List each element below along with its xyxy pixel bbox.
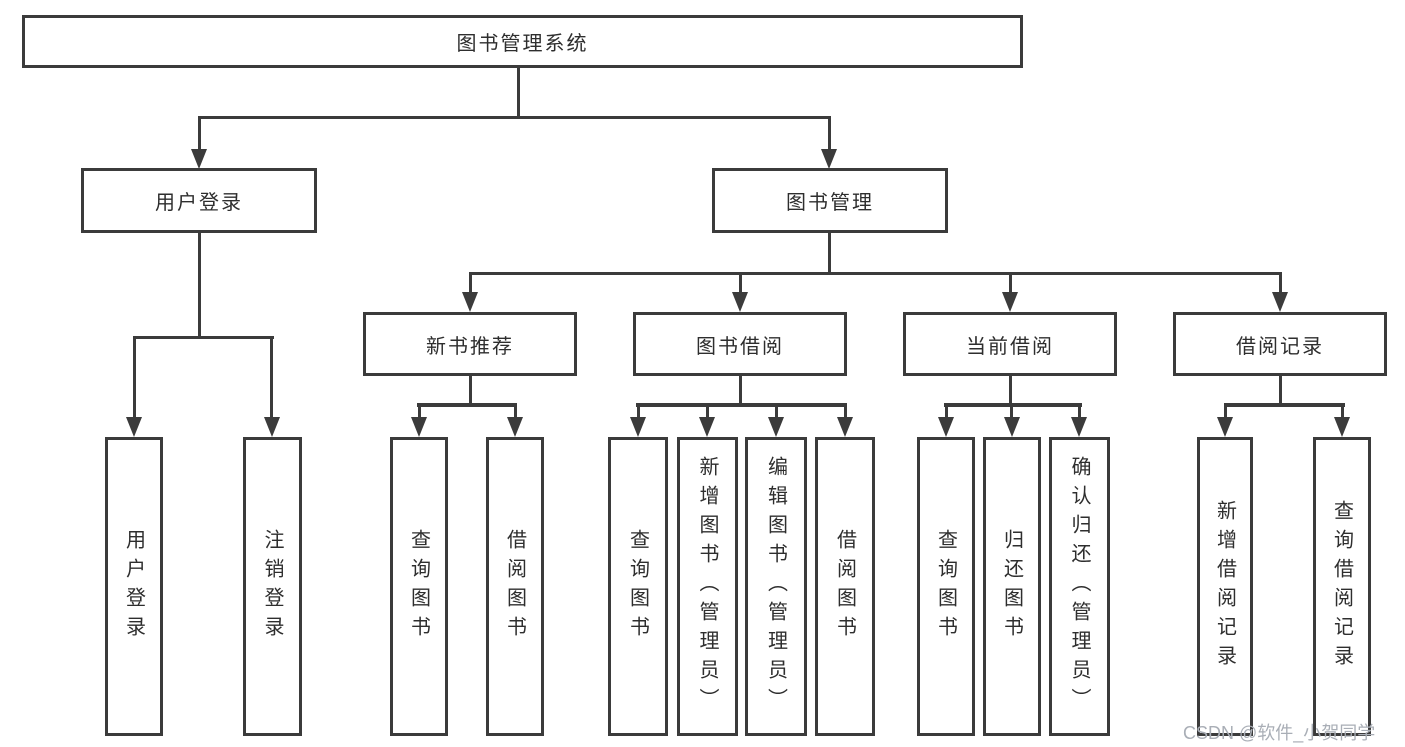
- leaf-logout-login: 注销登录: [243, 437, 302, 736]
- connector-line: [1279, 272, 1282, 296]
- connector-line: [828, 233, 831, 275]
- arrow-down-icon: [938, 417, 954, 437]
- node-label: 借阅图书: [503, 528, 526, 645]
- connector-line: [198, 116, 201, 152]
- leaf-user-login: 用户登录: [105, 437, 163, 736]
- node-label: 当前借阅: [966, 335, 1054, 358]
- arrow-down-icon: [191, 149, 207, 169]
- node-label: 注销登录: [261, 528, 283, 645]
- leaf-query-borrow-record: 查询借阅记录: [1313, 437, 1371, 736]
- node-book-borrow: 图书借阅: [633, 312, 847, 376]
- arrow-down-icon: [1272, 292, 1288, 312]
- connector-line: [1078, 405, 1081, 419]
- node-label: 查询图书: [407, 528, 430, 645]
- node-book-management: 图书管理: [712, 168, 948, 233]
- connector-line: [1009, 272, 1012, 296]
- arrow-down-icon: [126, 417, 142, 437]
- node-label: 新书推荐: [426, 335, 514, 358]
- leaf-add-books-admin: 新增图书（管理员）: [677, 437, 738, 736]
- node-label: 查询图书: [934, 528, 957, 645]
- leaf-confirm-return-admin: 确认归还（管理员）: [1049, 437, 1110, 736]
- node-label: 用户登录: [155, 192, 243, 214]
- watermark: CSDN @软件_小贺同学: [1183, 723, 1376, 743]
- node-label: 借阅记录: [1236, 335, 1324, 358]
- arrow-down-icon: [462, 292, 478, 312]
- node-new-book-recommend: 新书推荐: [363, 312, 577, 376]
- node-label: 图书借阅: [696, 335, 784, 358]
- connector-line: [1224, 403, 1345, 407]
- arrow-down-icon: [264, 417, 280, 437]
- arrow-down-icon: [837, 417, 853, 437]
- node-label: 查询借阅记录: [1330, 499, 1353, 674]
- connector-line: [198, 116, 831, 119]
- connector-line: [1009, 376, 1012, 406]
- connector-line: [514, 405, 517, 419]
- node-label: 归还图书: [1000, 528, 1023, 645]
- connector-line: [739, 376, 742, 406]
- arrow-down-icon: [1217, 417, 1233, 437]
- connector-line: [706, 405, 709, 419]
- connector-line: [636, 403, 847, 407]
- arrow-down-icon: [699, 417, 715, 437]
- arrow-down-icon: [1004, 417, 1020, 437]
- connector-line: [418, 405, 421, 419]
- leaf-add-borrow-record: 新增借阅记录: [1197, 437, 1253, 736]
- node-library-system: 图书管理系统: [22, 15, 1023, 68]
- connector-line: [1279, 376, 1282, 406]
- connector-line: [637, 405, 640, 419]
- node-label: 查询图书: [626, 528, 649, 645]
- connector-line: [944, 403, 1082, 407]
- node-label: 图书管理: [786, 192, 874, 214]
- node-label: 新增图书（管理员）: [696, 456, 718, 717]
- node-user-login: 用户登录: [81, 168, 317, 233]
- connector-line: [1224, 405, 1227, 419]
- connector-line: [828, 116, 831, 152]
- arrow-down-icon: [411, 417, 427, 437]
- node-borrow-records: 借阅记录: [1173, 312, 1387, 376]
- arrow-down-icon: [1071, 417, 1087, 437]
- leaf-query-books-recommend: 查询图书: [390, 437, 448, 736]
- connector-line: [270, 336, 273, 419]
- connector-line: [469, 272, 472, 296]
- connector-line: [1010, 405, 1013, 419]
- leaf-query-books-borrow: 查询图书: [608, 437, 668, 736]
- connector-line: [517, 68, 520, 119]
- node-label: 新增借阅记录: [1213, 499, 1236, 674]
- node-label: 确认归还（管理员）: [1068, 456, 1090, 717]
- arrow-down-icon: [507, 417, 523, 437]
- node-label: 借阅图书: [833, 528, 856, 645]
- connector-line: [469, 272, 1282, 275]
- arrow-down-icon: [1002, 292, 1018, 312]
- connector-line: [739, 272, 742, 296]
- connector-line: [133, 336, 274, 339]
- connector-line: [133, 336, 136, 419]
- node-label: 编辑图书（管理员）: [764, 456, 787, 717]
- connector-line: [945, 405, 948, 419]
- arrow-down-icon: [1334, 417, 1350, 437]
- leaf-borrow-books: 借阅图书: [815, 437, 875, 736]
- connector-line: [844, 405, 847, 419]
- connector-line: [198, 233, 201, 337]
- connector-line: [775, 405, 778, 419]
- arrow-down-icon: [768, 417, 784, 437]
- node-label: 用户登录: [122, 528, 145, 645]
- connector-line: [417, 403, 517, 407]
- leaf-query-books-current: 查询图书: [917, 437, 975, 736]
- arrow-down-icon: [732, 292, 748, 312]
- node-current-borrow: 当前借阅: [903, 312, 1117, 376]
- leaf-edit-books-admin: 编辑图书（管理员）: [745, 437, 807, 736]
- leaf-return-books: 归还图书: [983, 437, 1041, 736]
- leaf-borrow-books-recommend: 借阅图书: [486, 437, 544, 736]
- arrow-down-icon: [630, 417, 646, 437]
- arrow-down-icon: [821, 149, 837, 169]
- connector-line: [1341, 405, 1344, 419]
- node-label: 图书管理系统: [456, 33, 589, 55]
- connector-line: [469, 376, 472, 406]
